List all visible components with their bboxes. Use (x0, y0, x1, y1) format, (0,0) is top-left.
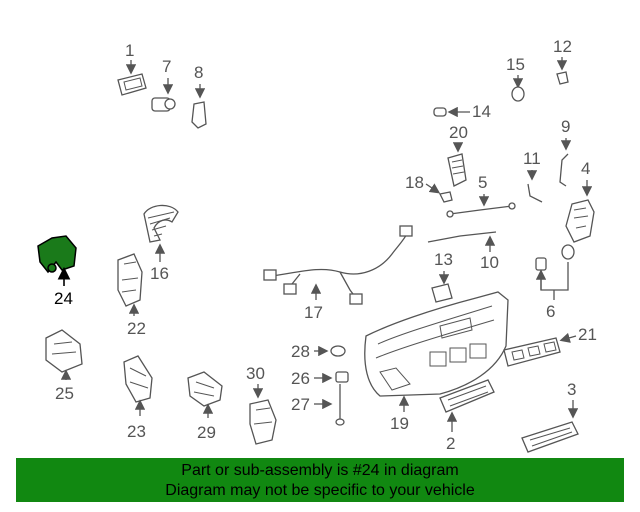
callout-7: 7 (162, 57, 171, 76)
callout-10: 10 (480, 253, 499, 272)
part-14[interactable]: 14 (433, 102, 491, 121)
callout-15: 15 (506, 55, 525, 74)
part-15[interactable]: 15 (506, 55, 525, 102)
callout-5: 5 (478, 173, 487, 192)
callout-8: 8 (194, 63, 203, 82)
info-banner: Part or sub-assembly is #24 in diagram D… (16, 458, 624, 502)
callout-24: 24 (54, 289, 73, 308)
part-3[interactable]: 3 (521, 380, 579, 453)
part-9[interactable]: 9 (559, 117, 572, 187)
part-7[interactable]: 7 (151, 57, 176, 112)
part-21[interactable]: 21 (503, 325, 597, 367)
part-10[interactable]: 10 (427, 231, 499, 272)
callout-17: 17 (304, 303, 323, 322)
callout-13: 13 (434, 250, 453, 269)
part-12[interactable]: 12 (553, 37, 572, 85)
callout-23: 23 (127, 422, 146, 441)
callout-27: 27 (291, 395, 310, 414)
part-20[interactable]: 20 (447, 123, 468, 187)
callout-30: 30 (246, 364, 265, 383)
callout-14: 14 (472, 102, 491, 121)
part-11[interactable]: 11 (523, 149, 543, 203)
callout-28: 28 (291, 342, 310, 361)
callout-19: 19 (390, 414, 409, 433)
part-6[interactable]: 6 (535, 244, 575, 321)
callout-26: 26 (291, 369, 310, 388)
callout-21: 21 (578, 325, 597, 344)
part-27[interactable]: 27 (291, 384, 345, 426)
part-23[interactable]: 23 (123, 355, 153, 441)
callout-29: 29 (197, 423, 216, 442)
callout-22: 22 (127, 319, 146, 338)
callout-1: 1 (125, 41, 134, 60)
part-1[interactable]: 1 (117, 41, 147, 96)
banner-line-2: Diagram may not be specific to your vehi… (165, 482, 475, 499)
callout-18: 18 (405, 173, 424, 192)
part-28[interactable]: 28 (291, 342, 346, 361)
callout-2: 2 (446, 434, 455, 453)
part-19[interactable]: 19 (364, 291, 509, 433)
callout-9: 9 (561, 117, 570, 136)
part-22[interactable]: 22 (117, 253, 146, 338)
part-26[interactable]: 26 (291, 369, 349, 388)
part-5[interactable]: 5 (446, 173, 516, 218)
callout-25: 25 (55, 384, 74, 403)
callout-4: 4 (581, 159, 590, 178)
callout-20: 20 (449, 123, 468, 142)
part-17[interactable]: 17 (263, 225, 413, 322)
callout-16: 16 (150, 264, 169, 283)
part-30[interactable]: 30 (246, 364, 277, 445)
banner-line-1: Part or sub-assembly is #24 in diagram (181, 462, 459, 479)
part-29[interactable]: 29 (187, 371, 223, 442)
part-16[interactable]: 16 (143, 204, 179, 283)
part-4[interactable]: 4 (565, 159, 595, 243)
callout-12: 12 (553, 37, 572, 56)
callout-6: 6 (546, 302, 555, 321)
part-2[interactable]: 2 (439, 379, 495, 453)
callout-11: 11 (523, 149, 541, 168)
callout-3: 3 (567, 380, 576, 399)
part-25[interactable]: 25 (45, 329, 83, 403)
part-8[interactable]: 8 (191, 63, 207, 129)
part-24[interactable]: 24 (37, 235, 77, 308)
parts-diagram: 1 7 8 15 12 14 20 (37, 37, 597, 453)
part-18[interactable]: 18 (405, 173, 453, 203)
part-13[interactable]: 13 (431, 250, 453, 303)
